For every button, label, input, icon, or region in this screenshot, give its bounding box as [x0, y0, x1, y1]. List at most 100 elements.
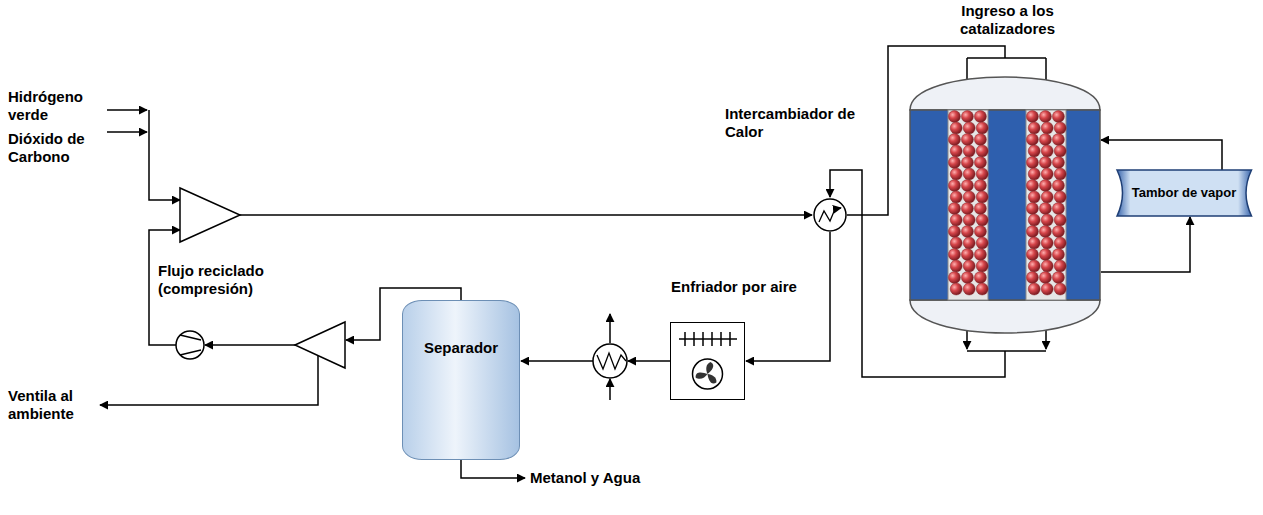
catalyst-bead [1054, 145, 1066, 157]
catalyst-bead [963, 260, 975, 272]
catalyst-bead [1028, 168, 1040, 180]
catalyst-tube [1026, 110, 1066, 300]
catalyst-bead [963, 168, 975, 180]
reactor-top-head [910, 77, 1100, 110]
fin-bar [679, 338, 737, 340]
compressor-lines [180, 335, 201, 355]
catalyst-bead [961, 249, 973, 261]
catalyst-bead [1026, 203, 1038, 215]
cooler-fin [693, 332, 695, 346]
steam-drum: Tambor de vapor [1117, 170, 1252, 216]
catalyst-bead [963, 122, 975, 134]
catalyst-bead [1041, 260, 1053, 272]
catalyst-bead [1026, 134, 1038, 146]
separator-inlet-pipe [521, 360, 593, 362]
catalyst-bead [1054, 214, 1066, 226]
water-to-drum-pipe [1101, 217, 1190, 272]
catalyst-bead [1028, 191, 1040, 203]
catalyst-bead [1026, 180, 1038, 192]
catalyst-bead [976, 168, 988, 180]
catalyst-bead [950, 191, 962, 203]
cooler-fin [729, 332, 731, 346]
catalyst-bead [1039, 249, 1051, 261]
compressor-symbol [176, 331, 204, 359]
catalyst-bead [974, 111, 986, 123]
catalyst-bead [976, 237, 988, 249]
catalyst-bead [1039, 134, 1051, 146]
catalyst-bead [1052, 272, 1064, 284]
fan-ring [693, 359, 723, 389]
water-cooler-symbol [593, 344, 627, 378]
catalyst-bead [1028, 145, 1040, 157]
feed-merge-pipe [149, 110, 180, 200]
catalyst-bead [1026, 272, 1038, 284]
catalyst-bead [974, 134, 986, 146]
steam-drum-body [1117, 170, 1252, 216]
cooling-water-out [609, 314, 611, 343]
catalyst-bead [976, 283, 988, 295]
catalyst-bead [1039, 272, 1051, 284]
product-pipe [461, 460, 525, 478]
hydrogen-feed-pipe [107, 109, 147, 111]
catalyst-bead [950, 168, 962, 180]
process-pipe [746, 232, 830, 361]
catalyst-bead [963, 214, 975, 226]
catalyst-bead [1041, 191, 1053, 203]
catalyst-bead [950, 214, 962, 226]
catalyst-bead [950, 237, 962, 249]
equipment-name: Separador [424, 339, 498, 357]
catalyst-bead [950, 283, 962, 295]
catalyst-bead [1039, 226, 1051, 238]
catalyst-bead [1054, 191, 1066, 203]
heat-exchanger: Intercambiador de Calor [813, 198, 847, 232]
catalyst-bead [948, 272, 960, 284]
fan-blade [706, 362, 713, 374]
air-cooler: Enfriador por aire [670, 322, 745, 400]
splitter-symbol [295, 322, 345, 368]
catalyst-bead [1026, 157, 1038, 169]
catalyst-bead [1054, 283, 1066, 295]
feed-to-exchanger-pipe [240, 214, 812, 216]
vent-label: Ventila al ambiente [8, 387, 93, 423]
cooler-fin [702, 332, 704, 346]
vent-pipe [100, 356, 318, 405]
catalyst-bead [976, 260, 988, 272]
catalyst-bead [1052, 249, 1064, 261]
catalyst-bead [963, 191, 975, 203]
co2-feed-pipe [107, 131, 147, 133]
catalyst-bead [948, 203, 960, 215]
fan-blade [694, 369, 708, 381]
catalyst-bead [1039, 157, 1051, 169]
equipment-name: Tambor de vapor [1132, 185, 1237, 201]
air-cooler-symbol [671, 323, 746, 401]
equipment-heading: Intercambiador de Calor [725, 105, 875, 141]
catalyst-bead [976, 214, 988, 226]
water-cooler-coil [597, 353, 626, 369]
catalyst-bead [961, 157, 973, 169]
separator-vessel: Separador [402, 300, 520, 460]
feed-label: Hidrógeno verde [8, 88, 103, 124]
catalyst-bead [1041, 283, 1053, 295]
catalyst-bead [1028, 260, 1040, 272]
reactor-vessel [910, 77, 1100, 333]
heat-exchanger-symbol [813, 198, 847, 232]
catalyst-bead [1028, 214, 1040, 226]
catalyst-bead [1052, 226, 1064, 238]
catalyst-beads [948, 111, 1066, 296]
reactor-shell [910, 110, 1100, 300]
inlet-label: Ingreso a los catalizadores [950, 2, 1065, 38]
catalyst-bead [974, 272, 986, 284]
catalyst-bead [961, 272, 973, 284]
catalyst-bead [976, 122, 988, 134]
catalyst-bead [1026, 226, 1038, 238]
product-label: Metanol y Agua [530, 469, 640, 487]
steam-return-pipe [1101, 140, 1222, 170]
catalyst-bead [961, 134, 973, 146]
catalyst-tube [948, 110, 988, 300]
catalyst-bead [974, 249, 986, 261]
reactor-bottom-head [910, 300, 1100, 333]
cooler-outlet-pipe [628, 360, 670, 362]
catalyst-bead [1026, 249, 1038, 261]
